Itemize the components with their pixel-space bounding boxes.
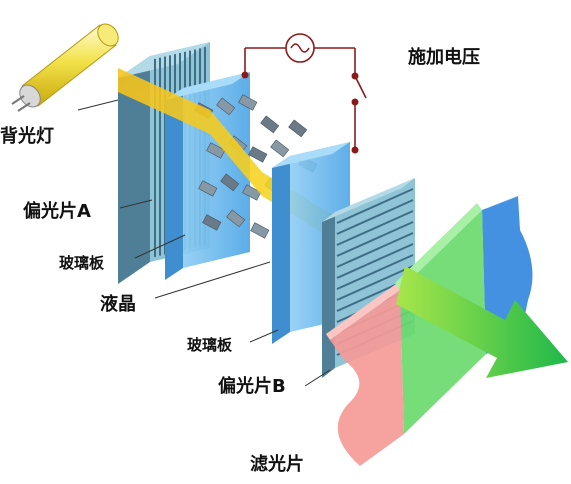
liquid-crystal-molecule xyxy=(216,97,236,116)
label-glass-top: 玻璃板 xyxy=(59,254,105,272)
liquid-crystal-molecule xyxy=(202,214,222,231)
liquid-crystal-molecule xyxy=(288,119,308,138)
liquid-crystal-molecule xyxy=(238,94,258,111)
liquid-crystal-molecule xyxy=(250,222,270,239)
label-liquid-crystal: 液晶 xyxy=(100,294,136,315)
backlight-tube xyxy=(11,23,119,112)
liquid-crystal-molecule xyxy=(270,139,290,158)
label-backlight: 背光灯 xyxy=(0,126,54,147)
label-polarizer-a: 偏光片A xyxy=(23,201,91,222)
liquid-crystal-molecule xyxy=(198,180,218,197)
switch-icon xyxy=(241,71,359,154)
liquid-crystal-molecule xyxy=(206,142,226,159)
label-polarizer-b: 偏光片B xyxy=(218,376,286,397)
label-glass-bottom: 玻璃板 xyxy=(187,336,233,354)
output-arrow xyxy=(396,266,568,378)
liquid-crystal-molecule xyxy=(226,209,246,228)
liquid-crystal-molecule xyxy=(220,173,240,192)
voltage-circuit xyxy=(244,47,367,150)
liquid-crystal-molecule xyxy=(242,184,262,201)
liquid-crystal-molecule xyxy=(248,146,268,163)
ac-source-icon xyxy=(285,33,315,63)
leader-lines xyxy=(77,99,331,387)
label-color-filter: 滤光片 xyxy=(250,454,304,475)
label-apply-voltage: 施加电压 xyxy=(408,47,480,68)
liquid-crystal-molecule xyxy=(260,115,280,134)
